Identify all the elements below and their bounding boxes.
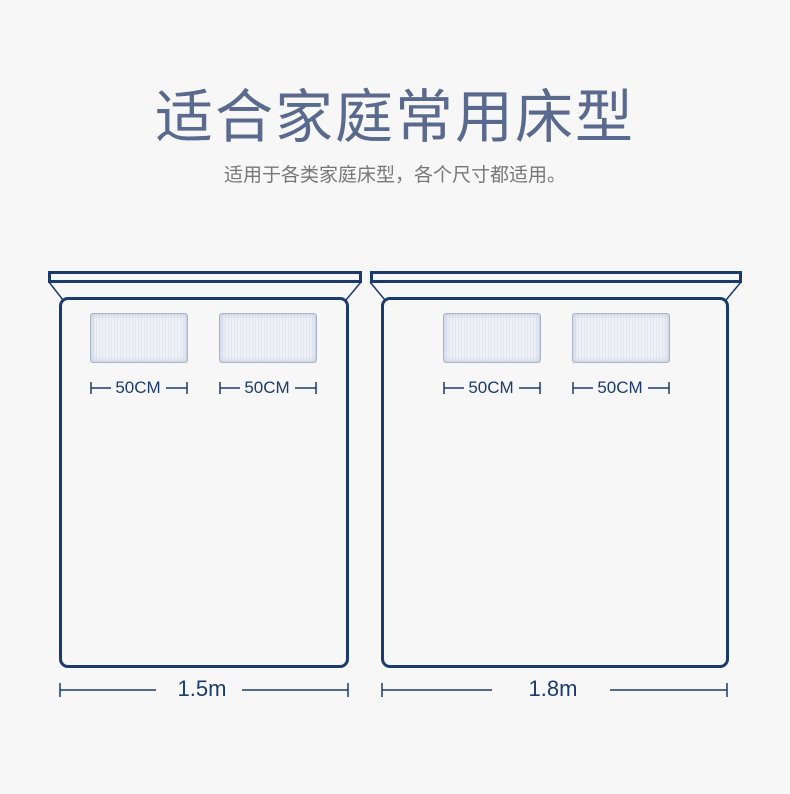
- page-subtitle: 适用于各类家庭床型，各个尺寸都适用。: [223, 164, 566, 186]
- bed-width-label: 1.5m: [177, 676, 227, 701]
- pillow: [90, 313, 188, 363]
- mattress-1-8m: [381, 297, 729, 668]
- pillow-width-label: 50CM: [112, 378, 164, 398]
- mattress-1-5m: [59, 297, 349, 668]
- pillow: [443, 313, 541, 363]
- headboard-1-8m: [370, 271, 742, 283]
- pillow: [572, 313, 670, 363]
- bed-width-label: 1.8m: [528, 676, 578, 701]
- headboard-1-5m: [48, 271, 362, 283]
- pillow-width-label: 50CM: [241, 378, 293, 398]
- pillow: [219, 313, 317, 363]
- pillow-width-label: 50CM: [594, 378, 646, 398]
- page-title: 适合家庭常用床型: [154, 83, 635, 151]
- pillow-width-label: 50CM: [465, 378, 517, 398]
